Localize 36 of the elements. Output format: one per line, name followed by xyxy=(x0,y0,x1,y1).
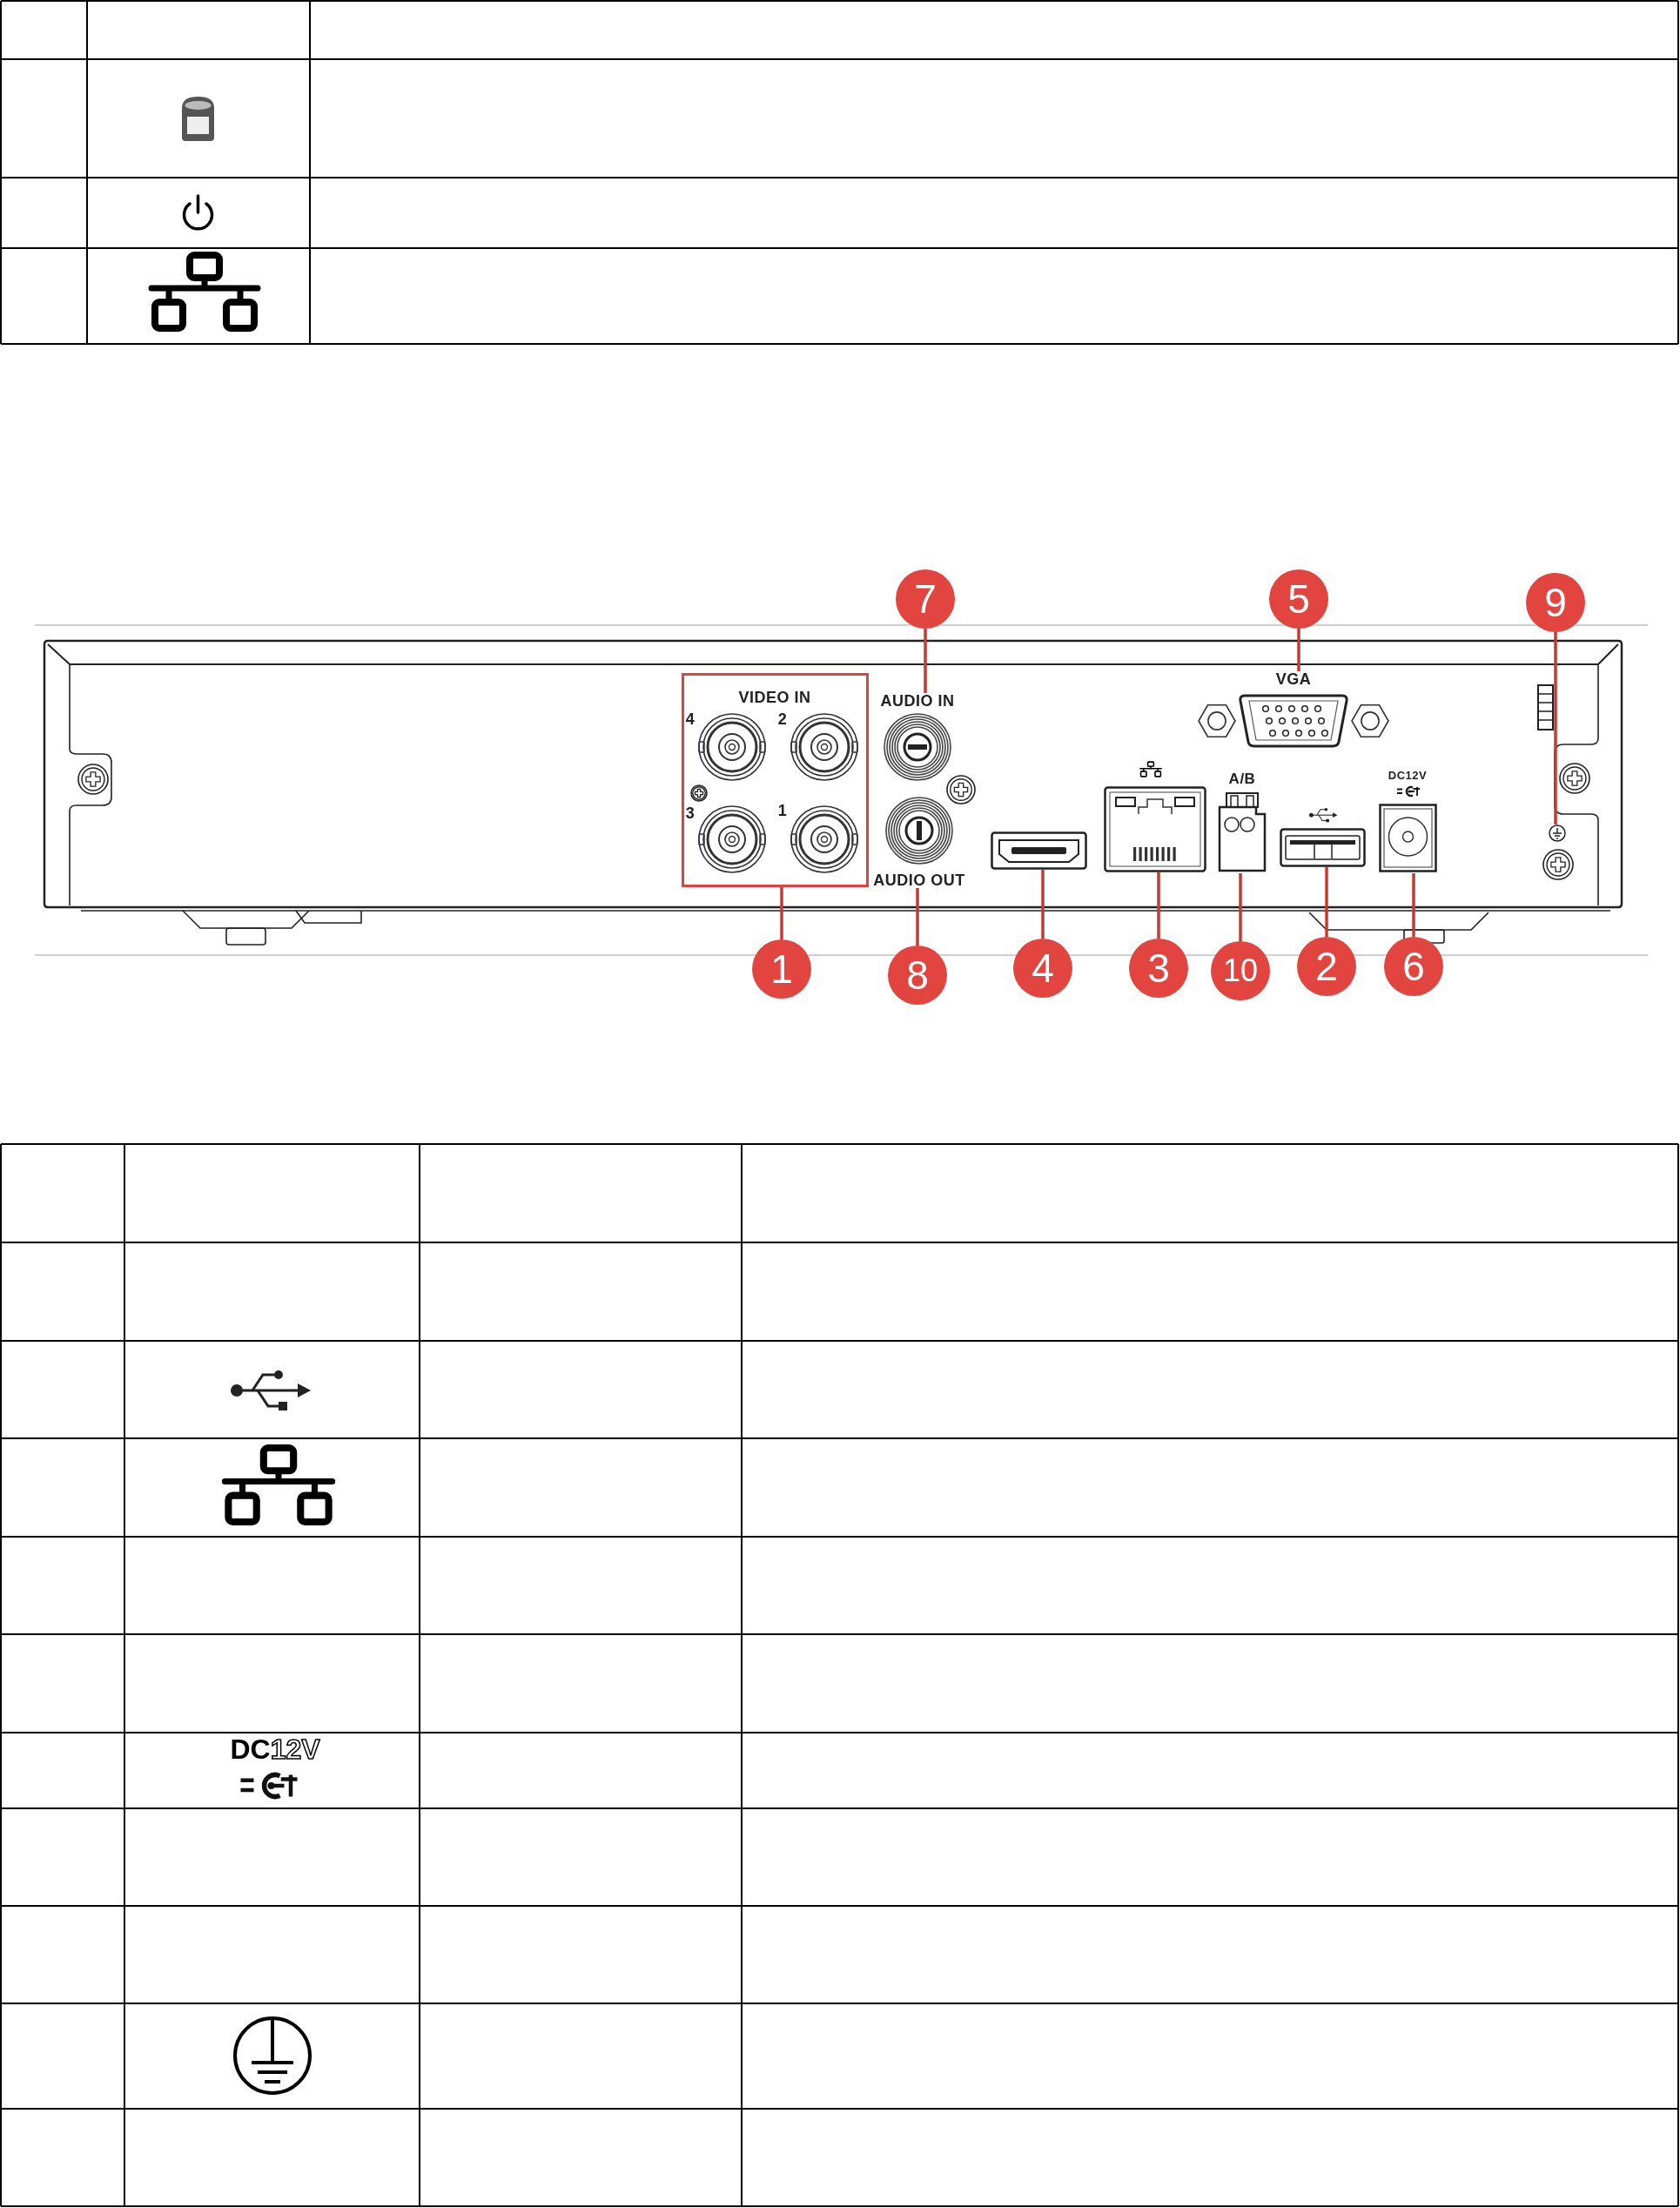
leader-line xyxy=(1157,872,1160,939)
voltage-label: DC12V xyxy=(230,1735,320,1763)
leader-line xyxy=(1554,632,1557,825)
leader-line xyxy=(1412,873,1415,937)
callout-number: 3 xyxy=(1129,939,1188,998)
callout-number: 6 xyxy=(1384,937,1443,996)
channel-number: 4 xyxy=(685,711,696,727)
leader-line xyxy=(1325,867,1328,937)
leader-line xyxy=(1041,870,1045,939)
port-label: DC12V xyxy=(1388,770,1428,781)
channel-number: 2 xyxy=(777,711,788,727)
channel-number: 1 xyxy=(777,803,788,818)
port-label: VGA xyxy=(1275,671,1312,687)
port-label: AUDIO IN xyxy=(880,693,955,709)
callout-number: 4 xyxy=(1013,939,1072,998)
channel-number: 3 xyxy=(685,805,696,821)
leader-line xyxy=(780,887,783,939)
port-label: AUDIO OUT xyxy=(873,872,965,888)
callout-number: 1 xyxy=(752,939,811,999)
leader-line xyxy=(1297,629,1300,671)
callout-number: 8 xyxy=(888,946,947,1005)
hdmi-port xyxy=(991,831,1087,870)
leader-line xyxy=(916,888,919,946)
ethernet-port xyxy=(1104,786,1206,872)
ground-screw xyxy=(1549,825,1566,842)
callout-number: 9 xyxy=(1526,573,1585,632)
usb-port xyxy=(1280,828,1366,867)
leader-line xyxy=(1239,873,1242,941)
port-label: VIDEO IN xyxy=(738,690,811,705)
callout-number: 10 xyxy=(1211,941,1270,1000)
port-label: A/B xyxy=(1228,771,1256,786)
highlight-frame xyxy=(682,673,869,887)
callout-number: 5 xyxy=(1269,569,1328,629)
leader-line xyxy=(924,629,927,693)
callout-number: 7 xyxy=(896,569,955,629)
callout-number: 2 xyxy=(1297,937,1356,996)
